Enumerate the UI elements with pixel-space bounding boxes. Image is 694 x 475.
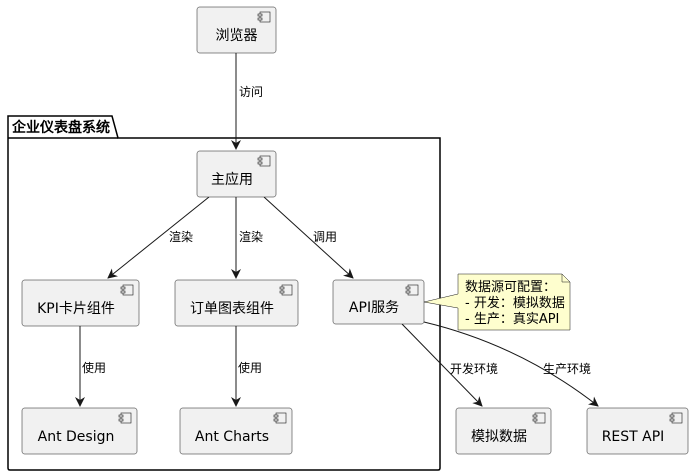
edge-label-dev-env: 开发环境 (450, 361, 498, 376)
component-label: 模拟数据 (471, 429, 527, 445)
component-icon (669, 412, 683, 424)
component-label: REST API (602, 429, 665, 445)
edge-main-kpi (107, 196, 210, 279)
component-label: API服务 (349, 300, 399, 316)
edge-api-rest (423, 321, 599, 407)
component-api-service[interactable]: API服务 (332, 279, 425, 325)
edge-label-call-api: 调用 (313, 230, 337, 244)
component-rest-api[interactable]: REST API (586, 407, 689, 455)
component-icon (257, 155, 271, 167)
edge-label-render-chart: 渲染 (239, 229, 263, 244)
edge-label-render-kpi: 渲染 (169, 229, 193, 244)
edge-label-visit: 访问 (239, 85, 263, 99)
component-mock-data[interactable]: 模拟数据 (455, 407, 552, 455)
note-line: - 生产：真实API (465, 312, 559, 327)
note-data-source: 数据源可配置： - 开发：模拟数据 - 生产：真实API (423, 273, 571, 331)
component-icon (257, 11, 271, 23)
component-icon (405, 284, 419, 296)
component-ant-charts[interactable]: Ant Charts (179, 407, 293, 455)
component-label: Ant Charts (195, 429, 269, 445)
edge-label-prod-env: 生产环境 (543, 361, 591, 376)
component-label: 主应用 (211, 171, 253, 188)
edge-main-api (263, 196, 354, 279)
component-order-chart[interactable]: 订单图表组件 (174, 279, 299, 327)
edges: 访问 渲染 渲染 调用 使用 使用 开发环境 生产环境 (75, 53, 599, 407)
component-icon (273, 412, 287, 424)
note-line: 数据源可配置： (465, 280, 556, 295)
component-icon (120, 284, 134, 296)
edge-label-use-design: 使用 (82, 360, 106, 375)
component-icon (532, 412, 546, 424)
component-browser[interactable]: 浏览器 (196, 6, 277, 54)
component-main-app[interactable]: 主应用 (196, 150, 277, 198)
note-line: - 开发：模拟数据 (465, 295, 565, 311)
edge-api-mock (401, 323, 483, 407)
component-icon (118, 412, 132, 424)
package-title: 企业仪表盘系统 (11, 119, 110, 136)
edge-label-use-charts: 使用 (238, 360, 262, 375)
component-icon (279, 284, 293, 296)
component-label: 浏览器 (216, 28, 258, 44)
component-kpi-card[interactable]: KPI卡片组件 (21, 279, 140, 327)
component-label: Ant Design (38, 429, 115, 445)
component-label: KPI卡片组件 (37, 301, 115, 317)
component-ant-design[interactable]: Ant Design (21, 407, 138, 455)
component-label: 订单图表组件 (190, 301, 274, 317)
